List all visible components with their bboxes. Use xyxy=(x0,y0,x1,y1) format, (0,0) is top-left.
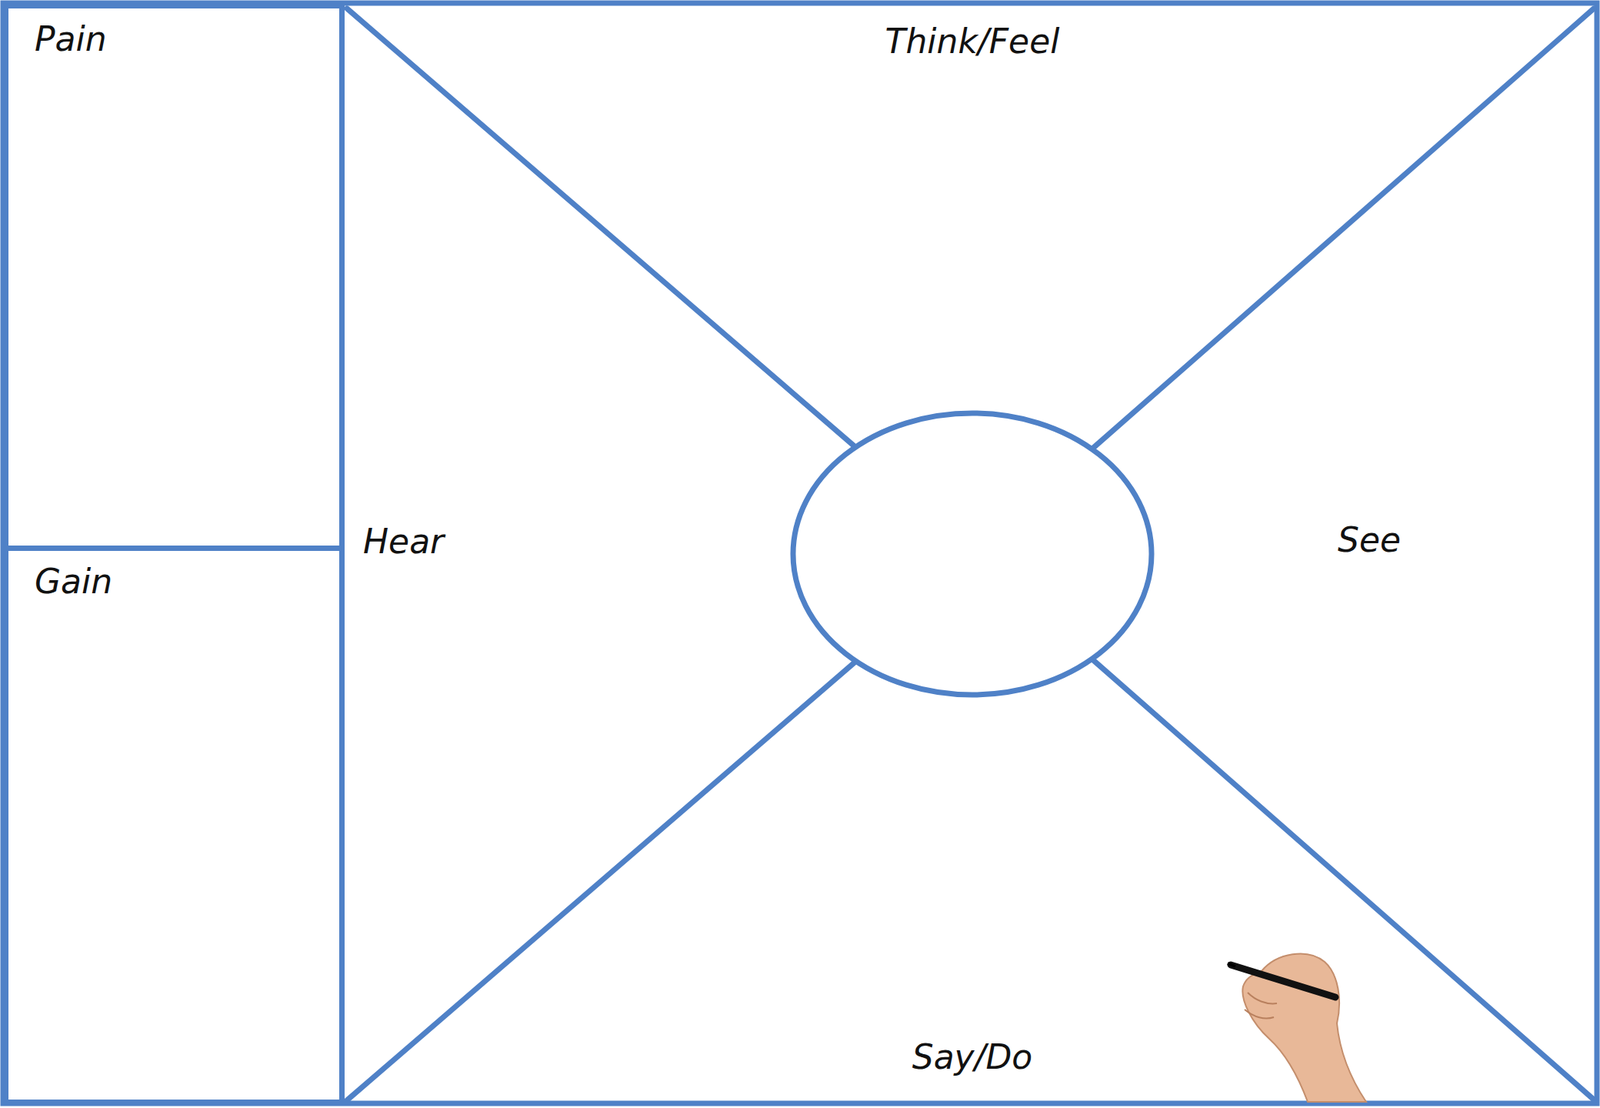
section-heading: Say/Do xyxy=(912,1036,1034,1078)
section-heading: Pain xyxy=(34,19,107,60)
divider-line xyxy=(1091,8,1594,450)
divider-line xyxy=(346,8,856,447)
divider-line xyxy=(1091,658,1595,1100)
section-heading: See xyxy=(1337,520,1401,561)
outer-frame xyxy=(3,3,1597,1104)
quadrant-box: Gain xyxy=(3,545,345,1105)
quadrant-box: Pain xyxy=(3,3,345,551)
hand-illustration xyxy=(1227,953,1367,1102)
center-ellipse xyxy=(793,413,1152,695)
section-heading: Gain xyxy=(34,561,113,603)
section-heading: Think/Feel xyxy=(885,21,1060,63)
section-heading: Hear xyxy=(363,521,444,563)
divider-line xyxy=(346,661,856,1100)
